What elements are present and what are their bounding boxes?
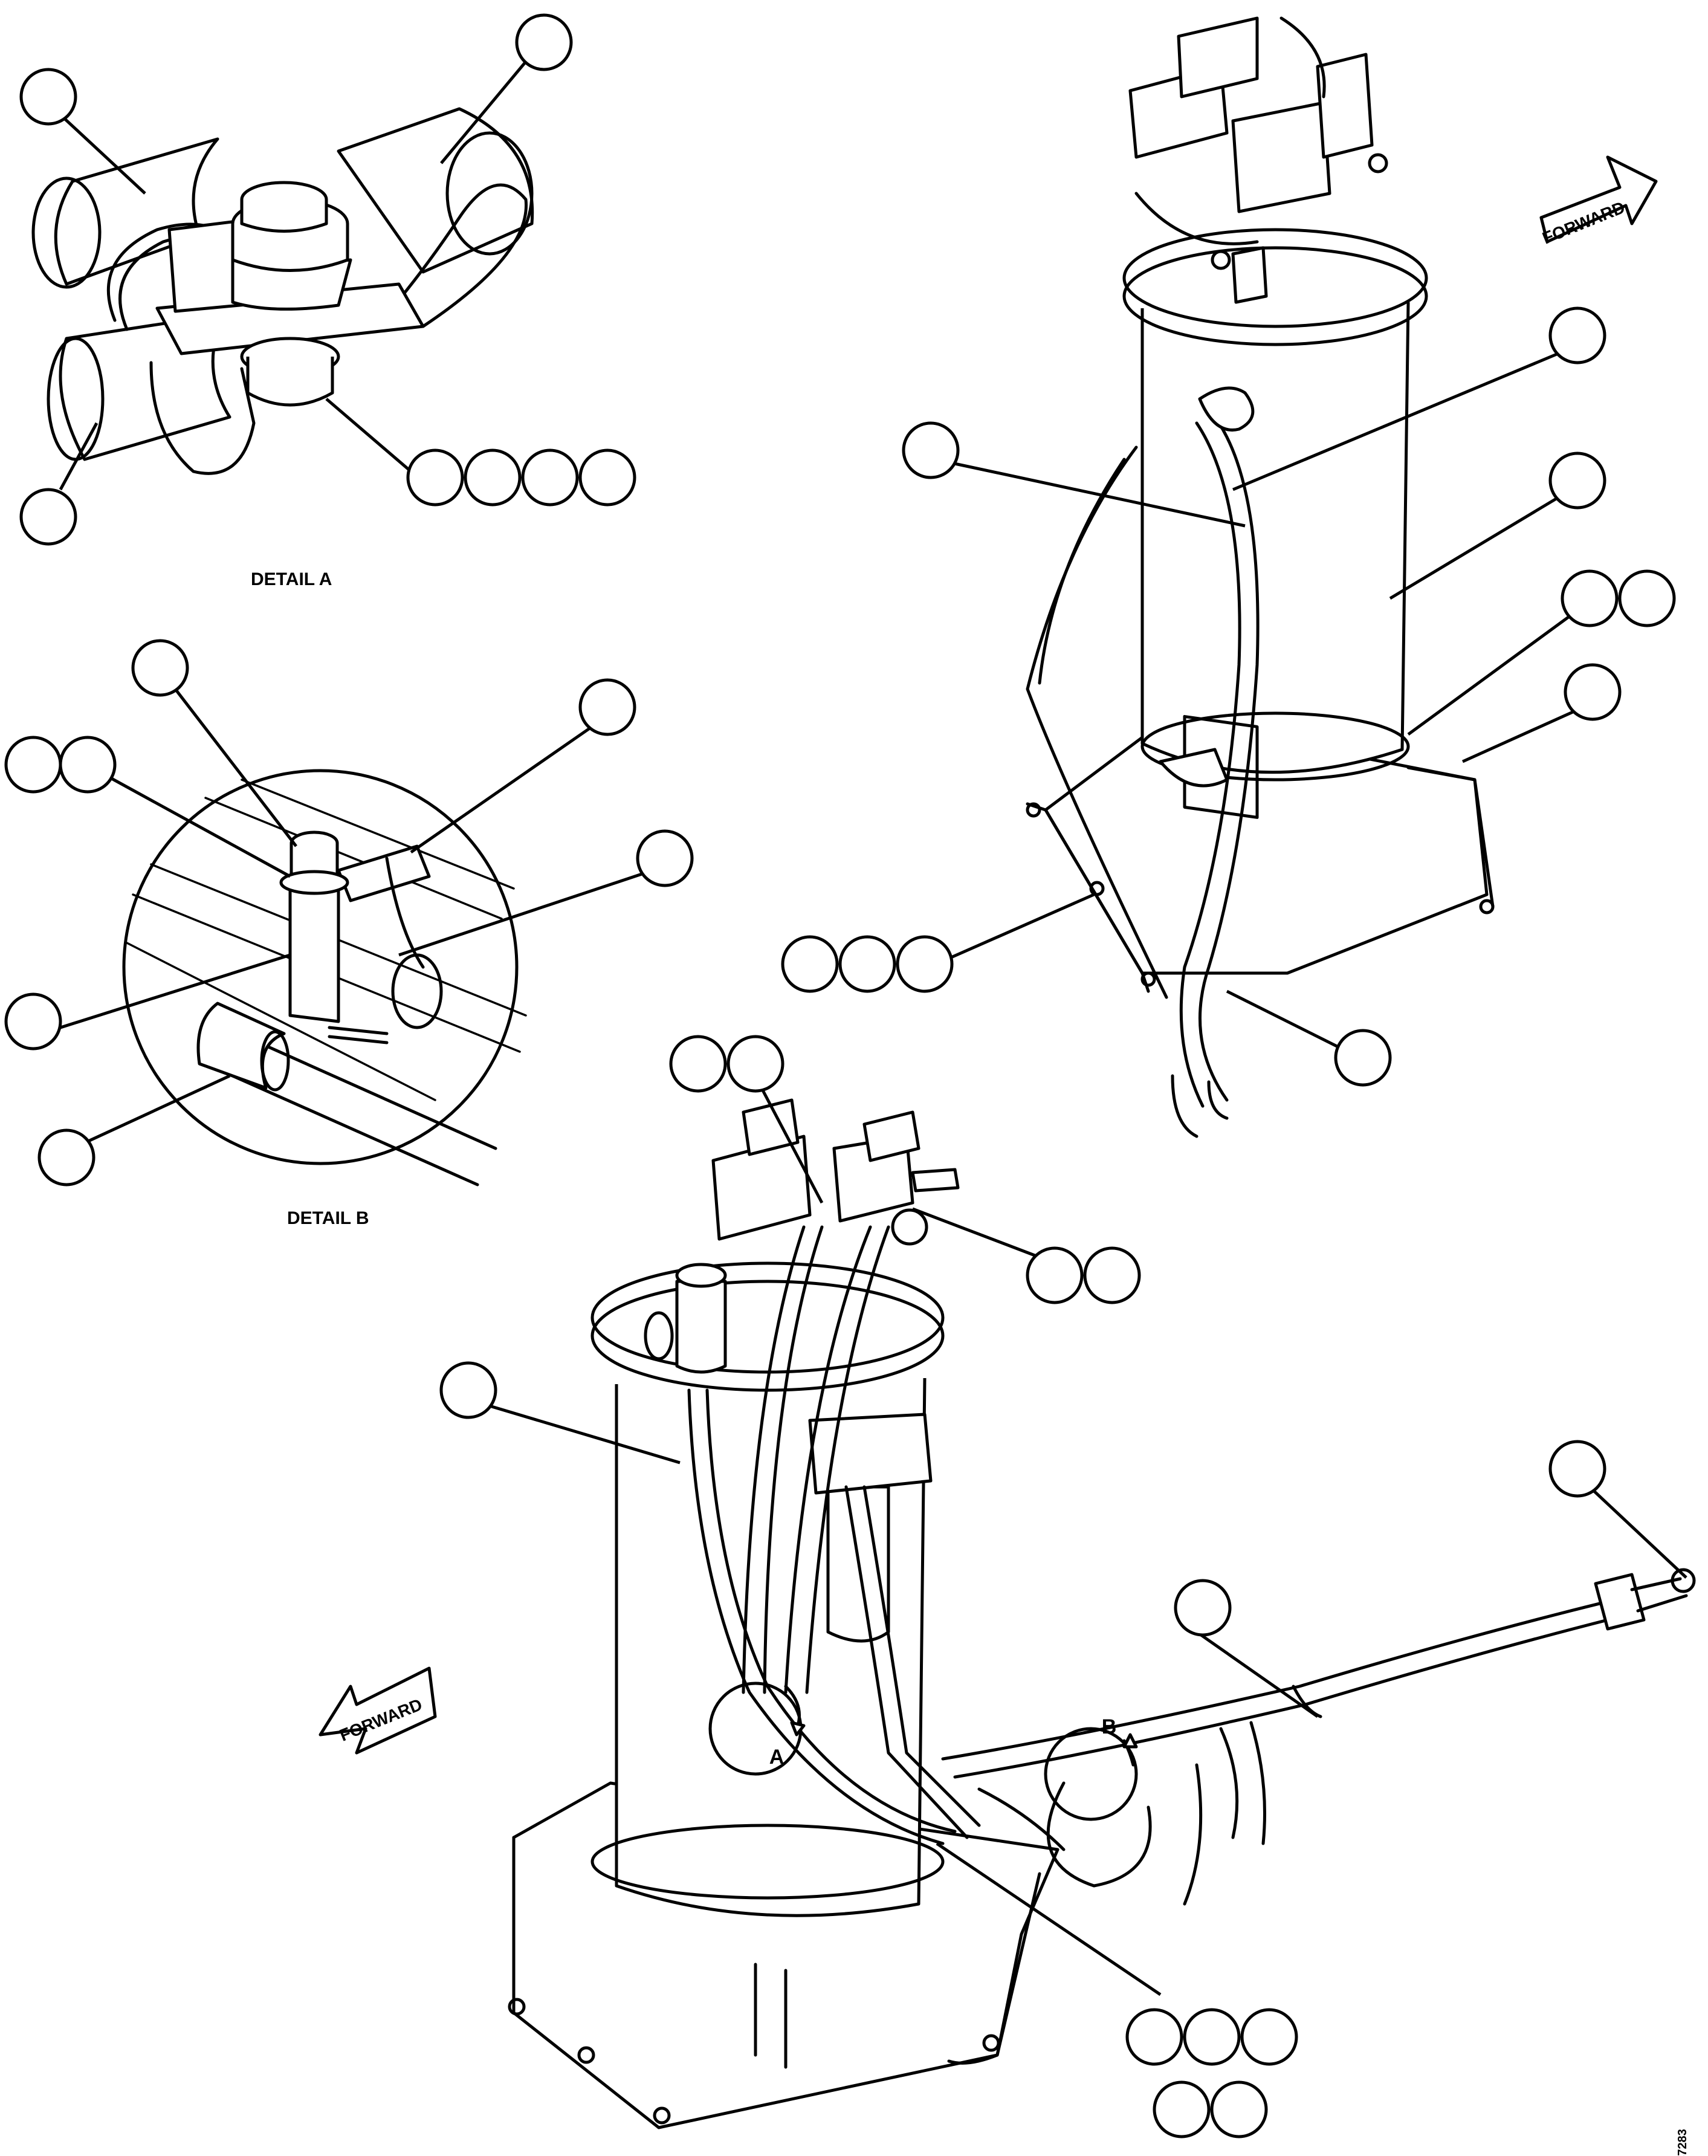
callout-bubble bbox=[1548, 1440, 1606, 1498]
callout-bubble bbox=[1618, 569, 1676, 627]
tank-view-rear-callouts bbox=[781, 306, 1676, 1087]
callout-bubble bbox=[838, 935, 896, 993]
detail-a-illustration bbox=[31, 107, 534, 475]
tank-view-front-leaders bbox=[477, 1087, 1687, 1996]
callout-bubble bbox=[1548, 452, 1606, 510]
callout-bubble bbox=[19, 68, 77, 126]
callout-bubble bbox=[578, 678, 636, 736]
callout-bubble bbox=[1083, 1246, 1141, 1304]
callout-bubble bbox=[669, 1035, 727, 1093]
callout-bubble bbox=[19, 488, 77, 546]
callout-bubble bbox=[1240, 2008, 1298, 2066]
tank-view-front bbox=[508, 1098, 1696, 2129]
callout-bubble bbox=[4, 992, 62, 1050]
drawing-number: 47283 bbox=[1676, 2129, 1689, 2156]
view-marker-a-label: A bbox=[769, 1746, 784, 1769]
callout-bubble bbox=[1174, 1579, 1232, 1637]
callout-bubble bbox=[902, 421, 960, 479]
callout-bubble bbox=[1183, 2008, 1241, 2066]
callout-bubble bbox=[37, 1128, 95, 1186]
detail-b-illustration bbox=[122, 769, 527, 1186]
callout-bubble bbox=[4, 736, 62, 794]
detail-b-leaders bbox=[60, 688, 653, 1150]
callout-bubble bbox=[131, 639, 189, 697]
callout-bubble bbox=[1210, 2080, 1268, 2138]
detail-a-callouts bbox=[19, 13, 636, 546]
callout-bubble bbox=[515, 13, 573, 71]
callout-bubble bbox=[1125, 2008, 1183, 2066]
detail-b-caption: DETAIL B bbox=[287, 1208, 369, 1228]
callout-bubble bbox=[59, 736, 117, 794]
view-marker-b-label: B bbox=[1102, 1715, 1117, 1738]
tank-view-rear bbox=[1026, 16, 1495, 1138]
callout-bubble bbox=[521, 448, 579, 507]
callout-bubble bbox=[1153, 2080, 1211, 2138]
detail-a-caption: DETAIL A bbox=[251, 569, 332, 589]
detail-b-callouts bbox=[4, 639, 694, 1186]
callout-bubble bbox=[896, 935, 954, 993]
callout-bubble bbox=[406, 448, 464, 507]
callout-bubble bbox=[1548, 306, 1606, 364]
callout-bubble bbox=[781, 935, 839, 993]
callout-bubble bbox=[439, 1361, 497, 1419]
callout-bubble bbox=[578, 448, 636, 507]
callout-bubble bbox=[1564, 663, 1622, 721]
callout-bubble bbox=[464, 448, 522, 507]
callout-bubble bbox=[1334, 1029, 1392, 1087]
forward-arrow-top-right: FORWARD bbox=[1539, 155, 1658, 248]
detail-b-marker-circle bbox=[1044, 1727, 1138, 1821]
forward-arrow-bottom-left: FORWARD bbox=[319, 1666, 437, 1755]
tank-view-rear-leaders bbox=[942, 349, 1585, 1054]
tank-view-front-callouts bbox=[439, 1035, 1606, 2138]
callout-bubble bbox=[1026, 1246, 1084, 1304]
callout-bubble bbox=[1561, 569, 1619, 627]
callout-bubble bbox=[726, 1035, 784, 1093]
detail-a-leaders bbox=[59, 53, 533, 491]
callout-bubble bbox=[636, 829, 694, 887]
